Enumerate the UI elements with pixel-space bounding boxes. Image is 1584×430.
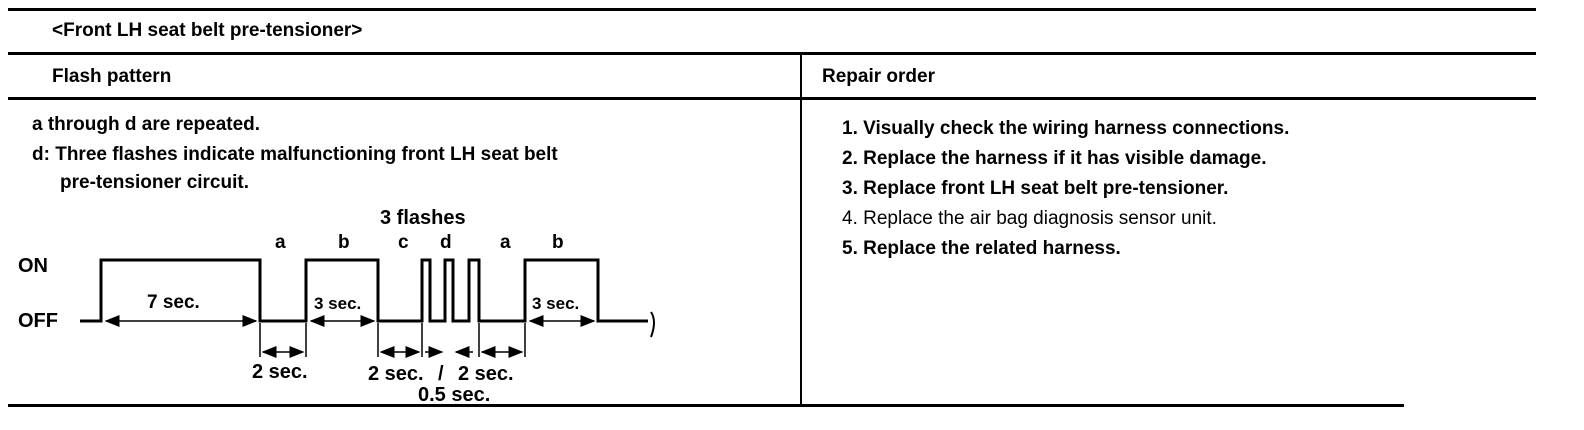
header-top-rule <box>8 52 1536 55</box>
header-flash-pattern: Flash pattern <box>52 66 172 87</box>
header-bottom-rule <box>8 97 1536 100</box>
top-rule <box>8 8 1536 11</box>
off-duration-2s: 2 sec. <box>252 361 308 383</box>
flash-description-line: pre-tensioner circuit. <box>60 172 249 193</box>
on-duration-3s: 3 sec. <box>314 294 361 313</box>
flashes-label: 3 flashes <box>380 207 466 229</box>
repair-step: 2. Replace the harness if it has visible… <box>842 148 1267 169</box>
on-duration-7s: 7 sec. <box>147 292 200 313</box>
off-duration-half-sec: 0.5 sec. <box>418 384 490 405</box>
repair-step: 4. Replace the air bag diagnosis sensor … <box>842 208 1217 229</box>
off-duration-2s: 2 sec. <box>368 363 424 385</box>
segment-label-a: a <box>500 232 511 253</box>
segment-label-b: b <box>338 232 350 253</box>
on-duration-3s: 3 sec. <box>532 294 579 313</box>
segment-label-a: a <box>275 232 286 253</box>
repair-step: 1. Visually check the wiring harness con… <box>842 118 1290 139</box>
flash-pattern-diagram: 3 flashes a b c d a b ON OFF 7 sec. 3 se… <box>18 207 655 405</box>
segment-label-d: d <box>440 232 452 253</box>
repair-step: 3. Replace front LH seat belt pre-tensio… <box>842 178 1229 199</box>
bottom-rule <box>8 404 1404 407</box>
off-duration-2s: 2 sec. <box>458 363 514 385</box>
flash-description-line: d: Three flashes indicate malfunctioning… <box>32 144 558 165</box>
column-divider <box>800 52 802 406</box>
on-label: ON <box>18 255 48 277</box>
slash-mark: / <box>438 363 444 385</box>
flash-waveform <box>80 258 648 323</box>
table-caption: <Front LH seat belt pre-tensioner> <box>52 20 363 41</box>
flash-description-line: a through d are repeated. <box>32 114 261 135</box>
repair-step: 5. Replace the related harness. <box>842 238 1121 259</box>
header-repair-order: Repair order <box>822 66 935 87</box>
segment-label-c: c <box>398 232 409 253</box>
segment-label-b: b <box>552 232 564 253</box>
off-label: OFF <box>18 310 58 332</box>
